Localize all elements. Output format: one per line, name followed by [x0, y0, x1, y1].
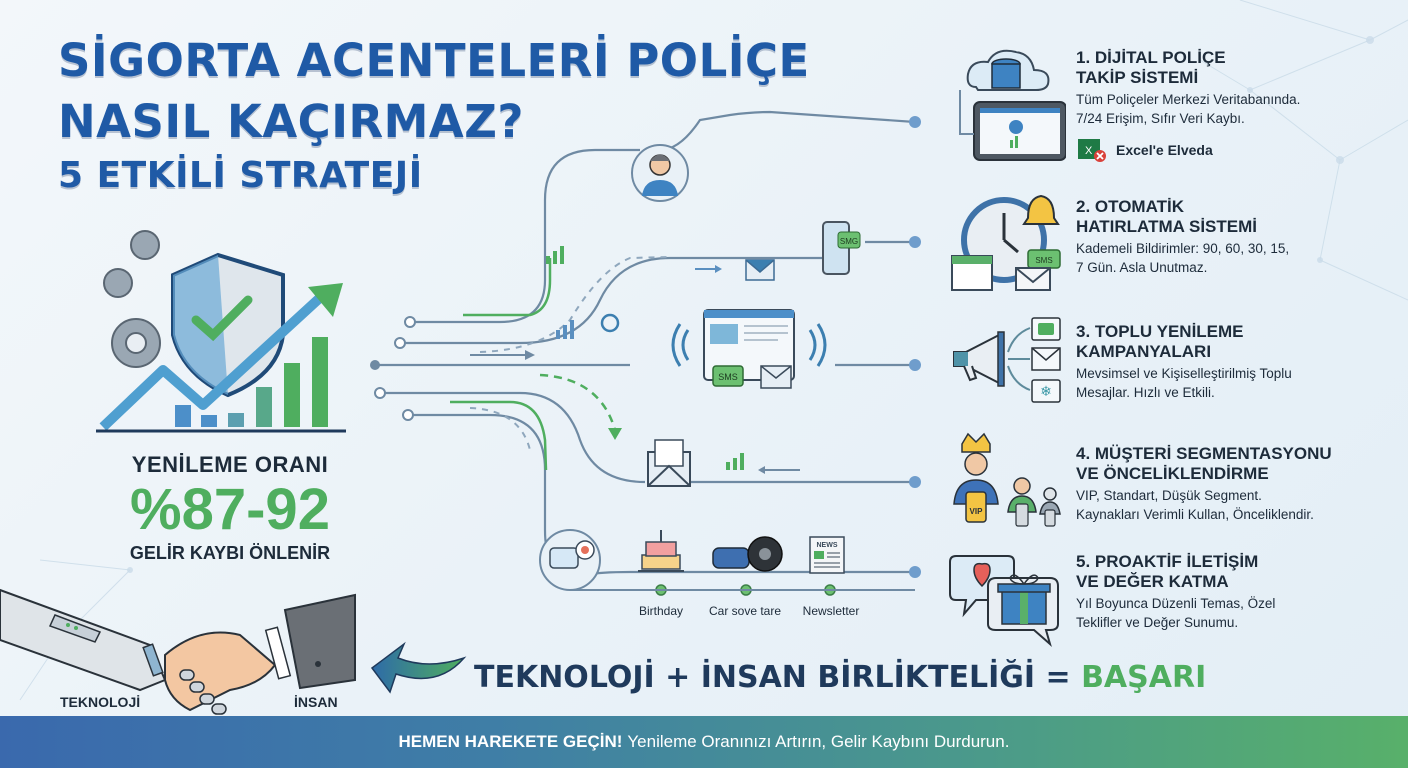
- strategy-4-desc: VIP, Standart, Düşük Segment. Kaynakları…: [1076, 488, 1314, 522]
- handshake-label-human: İNSAN: [294, 694, 338, 710]
- megaphone-icon: ❄: [953, 317, 1061, 403]
- chat-heart-icon: [539, 529, 601, 591]
- footer-cta-bold: HEMEN HAREKETE GEÇİN!: [398, 732, 623, 751]
- customer-segments-icon: VIP: [953, 432, 1061, 527]
- renewal-rate-label: YENİLEME ORANI: [131, 452, 329, 477]
- newspaper-icon: NEWS: [809, 536, 845, 574]
- strategy-2-title-1: 2. OTOMATİK: [1076, 197, 1184, 216]
- growth-arrow-icon: [99, 291, 327, 431]
- strategy-4: VIP 4. MÜŞTERİ SEGMENTASYONU VE ÖNCELİKL…: [946, 432, 1386, 532]
- open-envelope-icon: [647, 439, 691, 487]
- agent-avatar-icon: [631, 144, 689, 202]
- svg-text:SMS: SMS: [1035, 256, 1052, 265]
- hero-illustration: [96, 230, 346, 433]
- clock-bell-calendar-icon: SMS: [951, 194, 1061, 291]
- slogan-highlight: BAŞARI: [1081, 660, 1207, 695]
- excel-farewell: X Excel'e Elveda: [1076, 137, 1386, 163]
- svg-text:SMS: SMS: [718, 372, 738, 382]
- strategy-1: 1. DİJİTAL POLİÇE TAKİP SİSTEMİ Tüm Poli…: [946, 42, 1386, 172]
- svg-text:SMG: SMG: [840, 237, 858, 246]
- channel-label-car: Car sove tare: [708, 604, 782, 618]
- svg-text:X: X: [1085, 145, 1093, 157]
- curved-arrow-icon: [370, 641, 467, 694]
- strategy-1-desc: Tüm Poliçeler Merkezi Veritabanında. 7/2…: [1076, 92, 1301, 126]
- strategy-5-title-1: 5. PROAKTİF İLETİŞİM: [1076, 552, 1259, 571]
- title-line-2: NASIL KAÇIRMAZ?: [58, 95, 524, 148]
- strategy-3-title-1: 3. TOPLU YENİLEME: [1076, 322, 1244, 341]
- strategy-5: 5. PROAKTİF İLETİŞİM VE DEĞER KATMA Yıl …: [946, 548, 1386, 648]
- title-line-3: 5 ETKİLİ STRATEJİ: [58, 155, 423, 196]
- renewal-rate-subtitle: GELİR KAYBI ÖNLENİR: [129, 542, 331, 563]
- cake-icon: [638, 530, 684, 572]
- strategy-4-title-1: 4. MÜŞTERİ SEGMENTASYONU: [1076, 444, 1332, 463]
- svg-text:VIP: VIP: [970, 507, 984, 516]
- footer-cta-text: Yenileme Oranınızı Artırın, Gelir Kaybın…: [627, 732, 1010, 751]
- strategy-2-desc: Kademeli Bildirimler: 90, 60, 30, 15, 7 …: [1076, 241, 1290, 275]
- shield-check-icon: [171, 252, 285, 398]
- cloud-database-tablet-icon: [959, 49, 1066, 161]
- envelope-icon: [745, 259, 775, 281]
- strategy-3-title-2: KAMPANYALARI: [1076, 341, 1212, 361]
- title-line-1: SİGORTA ACENTELERİ POLİÇE: [58, 34, 810, 87]
- svg-text:❄: ❄: [1040, 384, 1052, 400]
- footer-cta-bar: HEMEN HAREKETE GEÇİN! Yenileme Oranınızı…: [0, 716, 1408, 768]
- renewal-rate-value: %87-92: [130, 477, 330, 542]
- gear-icon: [103, 230, 161, 368]
- strategy-1-title-2: TAKİP SİSTEMİ: [1076, 67, 1199, 87]
- channel-label-newsletter: Newsletter: [802, 604, 860, 618]
- excel-remove-icon: X: [1078, 138, 1106, 162]
- channel-label-birthday: Birthday: [638, 604, 684, 618]
- strategy-3: ❄ 3. TOPLU YENİLEME KAMPANYALARI Mevsims…: [946, 314, 1386, 414]
- strategy-1-title-1: 1. DİJİTAL POLİÇE: [1076, 48, 1226, 67]
- chat-gift-icon: [949, 555, 1059, 647]
- handshake-label-technology: TEKNOLOJİ: [60, 694, 141, 710]
- car-tire-icon: [712, 536, 783, 572]
- slogan: TEKNOLOJİ + İNSAN BİRLİKTELİĞİ = BAŞARI: [474, 660, 1206, 695]
- slogan-main: TEKNOLOJİ + İNSAN BİRLİKTELİĞİ =: [474, 660, 1082, 695]
- strategy-5-title-2: VE DEĞER KATMA: [1076, 571, 1229, 591]
- svg-text:NEWS: NEWS: [817, 542, 838, 549]
- strategy-2-title-2: HATIRLATMA SİSTEMİ: [1076, 216, 1257, 236]
- phone-sms-icon: SMG: [822, 221, 861, 275]
- renewal-rate-block: YENİLEME ORANI %87-92 GELİR KAYBI ÖNLENİ…: [80, 452, 380, 564]
- bar-chart-icon: [175, 337, 328, 427]
- handshake-illustration: [0, 588, 356, 715]
- page-title: SİGORTA ACENTELERİ POLİÇE NASIL KAÇIRMAZ…: [58, 38, 918, 194]
- strategy-3-desc: Mevsimsel ve Kişiselleştirilmiş Toplu Me…: [1076, 366, 1292, 400]
- flow-diagram: SMG SMS: [370, 110, 921, 596]
- strategy-5-desc: Yıl Boyunca Düzenli Temas, Özel Teklifle…: [1076, 596, 1276, 630]
- strategy-2: SMS 2. OTOMATİK HATIRLATMA SİSTEMİ Kadem…: [946, 188, 1386, 298]
- strategy-4-title-2: VE ÖNCELİKLENDİRME: [1076, 463, 1269, 483]
- web-window-icon: SMS: [671, 309, 827, 389]
